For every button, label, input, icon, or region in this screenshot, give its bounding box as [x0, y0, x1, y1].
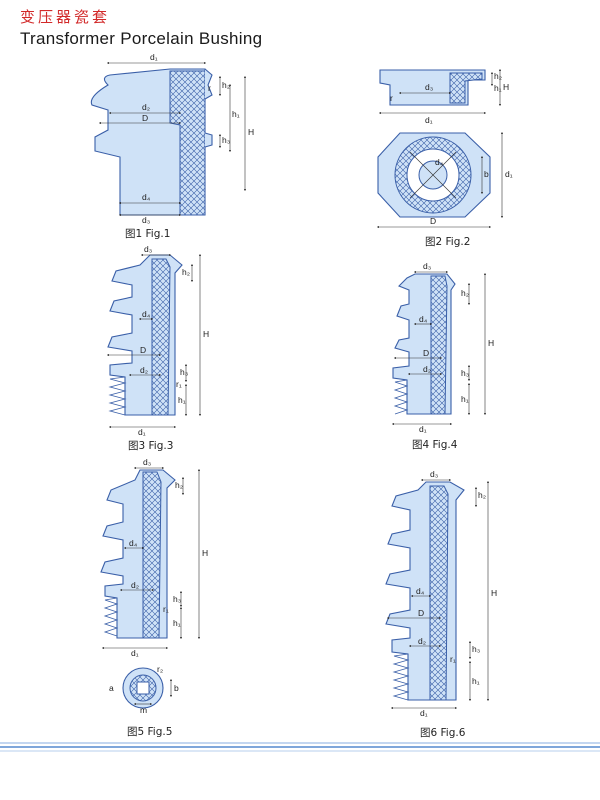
fig5-caption: 图5 Fig.5 — [127, 726, 173, 738]
fig1-label-D: D — [142, 113, 148, 123]
fig1-label-r: r — [208, 83, 211, 93]
fig2-side-core — [449, 72, 483, 104]
fig6-label-r1: r₁ — [450, 654, 456, 664]
fig2-label-H: H — [503, 82, 509, 92]
fig6-caption: 图6 Fig.6 — [420, 727, 466, 739]
fig5-label-H: H — [202, 548, 208, 558]
fig6-label-H: H — [491, 588, 497, 598]
fig3-label-r1: r₁ — [176, 379, 182, 389]
fig1-top-flange — [204, 68, 213, 100]
figure-3-drawing: d₃ h₂ d₄ H D d₂ h₃ r₁ h₁ d₁ — [106, 244, 209, 437]
fig1-label-h1: h₁ — [232, 109, 240, 119]
fig3-porcelain-body — [107, 254, 183, 416]
fig6-label-d4: d₄ — [416, 586, 425, 596]
fig2-label-D: D — [430, 216, 436, 226]
fig2-label-d3: d₃ — [425, 82, 433, 92]
figure-6-drawing: d₃ h₂ d₄ H D d₂ h₃ r₁ h₁ d₁ — [385, 469, 497, 718]
figure-5-drawing: d₃ h₂ d₄ H d₂ h₃ r₁ h₁ d₁ r₂ b a m — [100, 457, 208, 715]
fig5-label-r1: r₁ — [163, 604, 169, 614]
fig3-label-d3: d₃ — [144, 244, 152, 254]
fig1-label-d2: d₂ — [142, 102, 150, 112]
figure-1-drawing: d₁ d₂ D d₄ d₃ r h₁ h₂ h₃ H — [90, 52, 254, 225]
fig3-hatched-core — [151, 258, 171, 416]
fig5-label-a: a — [109, 683, 114, 693]
fig4-label-d4: d₄ — [419, 314, 428, 324]
fig2-label-d1-plan: d₁ — [505, 169, 513, 179]
fig6-porcelain-body — [385, 481, 465, 701]
fig5-label-h2: h₂ — [175, 480, 183, 490]
fig6-label-h3: h₃ — [472, 644, 480, 654]
fig5-thread — [103, 597, 119, 637]
fig5-label-d1: d₁ — [131, 648, 139, 658]
fig1-label-d1: d₁ — [150, 52, 158, 62]
fig4-caption: 图4 Fig.4 — [412, 439, 458, 451]
fig5-label-h3: h₃ — [173, 594, 181, 604]
fig2-label-r: r — [390, 93, 393, 103]
fig6-thread — [392, 653, 410, 701]
fig3-label-h2: h₂ — [182, 267, 190, 277]
fig6-label-d3: d₃ — [430, 469, 438, 479]
fig3-label-d2: d₂ — [140, 365, 148, 375]
fig4-label-h3: h₃ — [461, 368, 469, 378]
fig4-thread — [393, 379, 409, 415]
fig6-label-h2: h₂ — [478, 490, 486, 500]
fig3-label-h3: h₃ — [180, 367, 188, 377]
figure-4-drawing: d₃ h₂ d₄ H D d₂ h₃ h₁ d₁ — [391, 261, 494, 434]
fig2-label-h1: h₁ — [494, 83, 502, 93]
fig4-label-d3: d₃ — [423, 261, 431, 271]
fig6-label-h1: h₁ — [472, 676, 480, 686]
fig1-label-d4: d₄ — [142, 192, 151, 202]
fig5-label-h1: h₁ — [173, 618, 181, 628]
fig1-caption: 图1 Fig.1 — [125, 228, 171, 240]
title-chinese: 变压器瓷套 — [20, 8, 111, 26]
fig2-label-h2: h₂ — [494, 71, 502, 81]
fig3-label-h1: h₁ — [178, 395, 186, 405]
fig4-label-d1: d₁ — [419, 424, 427, 434]
fig2-label-d1: d₁ — [425, 115, 433, 125]
title-english: Transformer Porcelain Bushing — [20, 29, 263, 48]
fig6-hatched-core — [429, 485, 449, 701]
fig6-label-d1: d₁ — [420, 708, 428, 718]
fig1-label-d3: d₃ — [142, 215, 150, 225]
fig3-label-d4: d₄ — [142, 309, 151, 319]
fig3-label-D: D — [140, 345, 146, 355]
fig5-label-r2: r₂ — [157, 664, 163, 674]
fig1-mid-flange — [204, 132, 213, 148]
fig3-label-d1: d₁ — [138, 427, 146, 437]
fig5-hatched-core — [142, 471, 162, 639]
figure-2-drawing: d₃ d₁ r h₁ h₂ H d₄ b D d₁ — [376, 68, 513, 229]
fig4-hatched-core — [430, 275, 448, 415]
fig5-label-m: m — [140, 705, 147, 715]
fig5-label-d3: d₃ — [143, 457, 151, 467]
fig4-label-h1: h₁ — [461, 394, 469, 404]
fig3-thread — [108, 376, 127, 416]
fig3-label-H: H — [203, 329, 209, 339]
fig6-label-D: D — [418, 608, 424, 618]
fig4-label-h2: h₂ — [461, 288, 469, 298]
fig4-label-d2: d₂ — [423, 364, 431, 374]
fig5-label-b: b — [174, 683, 179, 693]
decorative-bottom-band — [0, 742, 600, 752]
fig6-label-d2: d₂ — [418, 636, 426, 646]
fig1-label-h2: h₂ — [222, 80, 230, 90]
fig2-caption: 图2 Fig.2 — [425, 236, 471, 248]
fig5-end-view-square-hole — [136, 681, 150, 695]
fig2-label-d4: d₄ — [435, 157, 444, 167]
fig4-label-D: D — [423, 348, 429, 358]
fig3-caption: 图3 Fig.3 — [128, 440, 174, 452]
fig2-label-b: b — [484, 169, 489, 179]
fig1-label-H: H — [248, 127, 254, 137]
fig4-label-H: H — [488, 338, 494, 348]
fig5-label-d4: d₄ — [129, 538, 138, 548]
fig1-label-h3: h₃ — [222, 135, 230, 145]
fig5-label-d2: d₂ — [131, 580, 139, 590]
